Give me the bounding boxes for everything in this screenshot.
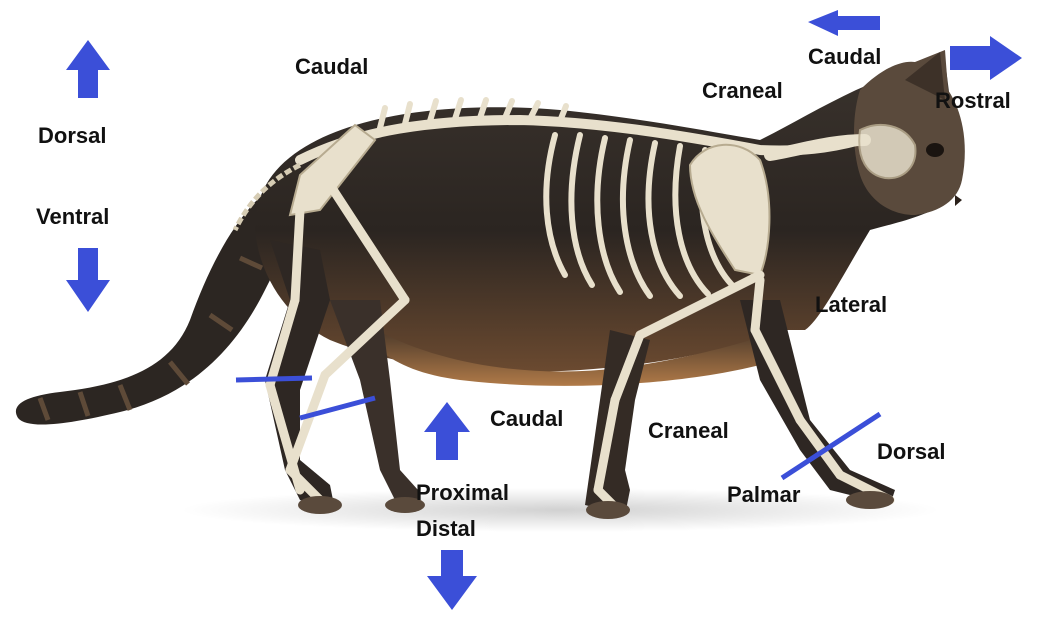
paw [846,491,894,509]
arrow-right-icon [950,36,1022,80]
cat-eye [926,143,944,157]
ground-shadow [180,488,940,532]
label-craneal-head: Craneal [702,80,783,102]
paw [298,496,342,514]
arrow-down-icon [66,248,110,312]
arrow-up-icon [66,40,110,98]
label-distal: Distal [416,518,476,540]
label-ventral-left: Ventral [36,206,109,228]
paw [586,501,630,519]
label-rostral: Rostral [935,90,1011,112]
cat-nose [955,195,962,206]
label-dorsal-paw: Dorsal [877,441,945,463]
label-palmar: Palmar [727,484,800,506]
label-caudal-leg: Caudal [490,408,563,430]
label-caudal-arrow: Caudal [808,46,881,68]
plantar-marker-line [236,378,312,380]
label-craneal-leg: Craneal [648,420,729,442]
fore-leg-near [740,300,895,505]
arrow-down-icon [427,550,477,610]
arrow-up-icon [424,402,470,460]
label-dorsal-left: Dorsal [38,125,106,147]
label-lateral: Lateral [815,294,887,316]
label-caudal-top: Caudal [295,56,368,78]
arrow-left-icon [808,10,880,36]
label-proximal: Proximal [416,482,509,504]
